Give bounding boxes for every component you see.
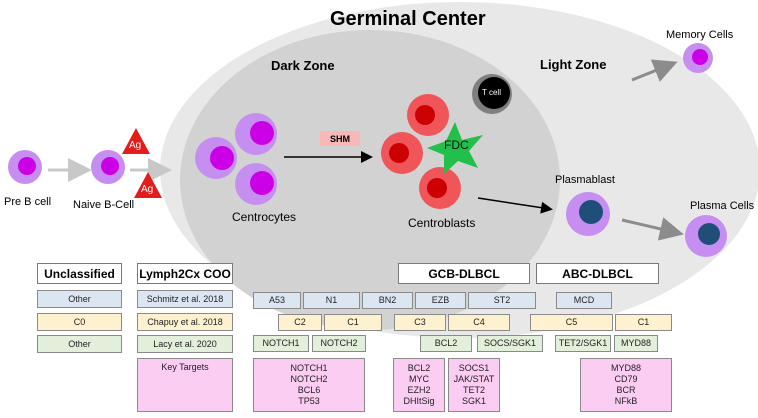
unclassified-lacy: Other: [37, 335, 122, 353]
centrocytes-label: Centrocytes: [232, 210, 297, 224]
unclassified-chapuy: C0: [37, 313, 122, 331]
shm-label: SHM: [320, 131, 360, 146]
lacy-cell: SOCS/SGK1: [477, 335, 543, 352]
light-zone-label: Light Zone: [540, 57, 607, 72]
memory-cells-label: Memory Cells: [666, 29, 734, 41]
target-item: TP53: [298, 396, 320, 406]
schmitz-cell: A53: [253, 292, 301, 309]
header-unclassified: Unclassified: [37, 263, 122, 284]
target-item: SOCS1: [458, 363, 490, 373]
antigen-triangle-top: [122, 128, 150, 154]
chapuy-cell: C2: [278, 314, 322, 331]
arrow-to-plasmablast: [477, 197, 553, 214]
lacy-cell: NOTCH1: [253, 335, 309, 352]
target-item: MYD88: [610, 363, 641, 373]
centroblast-cluster: [381, 94, 461, 209]
chapuy-cell: C1: [324, 314, 382, 331]
chapuy-cell: C5: [530, 314, 613, 331]
lacy-cell: MYD88: [614, 335, 658, 352]
target-group-notch: NOTCH1 NOTCH2 BCL6 TP53: [253, 358, 365, 412]
antigen-label-bottom: Ag: [141, 184, 154, 195]
unclassified-schmitz: Other: [37, 290, 122, 308]
target-item: NOTCH1: [290, 363, 328, 373]
target-item: JAK/STAT: [453, 374, 495, 384]
schmitz-cell: EZB: [415, 292, 466, 309]
header-abc-dlbcl: ABC-DLBCL: [536, 263, 659, 284]
arrow-to-plasma: [621, 217, 684, 241]
target-item: CD79: [614, 374, 638, 384]
plasma-cell: [685, 215, 727, 257]
target-item: BCL6: [297, 385, 321, 395]
lacy-cell: NOTCH2: [312, 335, 366, 352]
schmitz-cell: MCD: [556, 292, 612, 309]
naive-b-cell: [91, 150, 125, 184]
target-item: BCR: [616, 385, 636, 395]
key-targets-label: Key Targets: [137, 358, 233, 412]
antigen-triangle-bottom: [134, 172, 162, 198]
memory-cell: [683, 43, 713, 73]
lacy-cell: TET2/SGK1: [555, 335, 611, 352]
target-item: TET2: [462, 385, 485, 395]
target-group-ezb: BCL2 MYC EZH2 DHItSig: [393, 358, 445, 412]
ref-lacy: Lacy et al. 2020: [137, 335, 233, 353]
plasmablast-cell: [566, 192, 610, 236]
arrow-to-memory: [631, 59, 678, 82]
centrocyte-cluster: [195, 113, 277, 205]
t-cell: [472, 74, 512, 114]
target-group-mcd: MYD88 CD79 BCR NFkB: [580, 358, 672, 412]
schmitz-cell: N1: [303, 292, 360, 309]
header-lymph2cx: Lymph2Cx COO: [137, 263, 233, 284]
plasmablast-label: Plasmablast: [555, 174, 615, 186]
target-item: SGK1: [461, 396, 486, 406]
naive-b-cell-label: Naive B-Cell: [73, 199, 135, 211]
fdc-star: [427, 122, 483, 174]
ref-chapuy: Chapuy et al. 2018: [137, 313, 233, 331]
chapuy-cell: C1: [615, 314, 672, 331]
antigen-label-top: Ag: [129, 140, 142, 151]
plasma-cells-label: Plasma Cells: [690, 200, 755, 212]
target-item: DHItSig: [403, 396, 435, 406]
fdc-label: FDC: [444, 138, 469, 152]
pre-b-cell-label: Pre B cell: [4, 196, 52, 208]
schmitz-cell: BN2: [362, 292, 413, 309]
target-group-st2: SOCS1 JAK/STAT TET2 SGK1: [448, 358, 500, 412]
centroblasts-label: Centroblasts: [408, 216, 476, 230]
ref-schmitz: Schmitz et al. 2018: [137, 290, 233, 308]
t-cell-label: T cell: [482, 88, 501, 97]
dark-zone-region: [180, 30, 560, 330]
dark-zone-label: Dark Zone: [271, 58, 335, 73]
page-title: Germinal Center: [330, 8, 486, 30]
target-item: EZH2: [407, 385, 431, 395]
target-item: MYC: [409, 374, 429, 384]
chapuy-cell: C4: [448, 314, 510, 331]
key-targets-text: Key Targets: [161, 362, 209, 372]
target-item: BCL2: [407, 363, 431, 373]
lacy-cell: BCL2: [420, 335, 472, 352]
target-item: NFkB: [614, 396, 638, 406]
header-gcb-dlbcl: GCB-DLBCL: [398, 263, 530, 284]
pre-b-cell: [8, 150, 42, 184]
schmitz-cell: ST2: [468, 292, 536, 309]
target-item: NOTCH2: [290, 374, 328, 384]
chapuy-cell: C3: [394, 314, 446, 331]
